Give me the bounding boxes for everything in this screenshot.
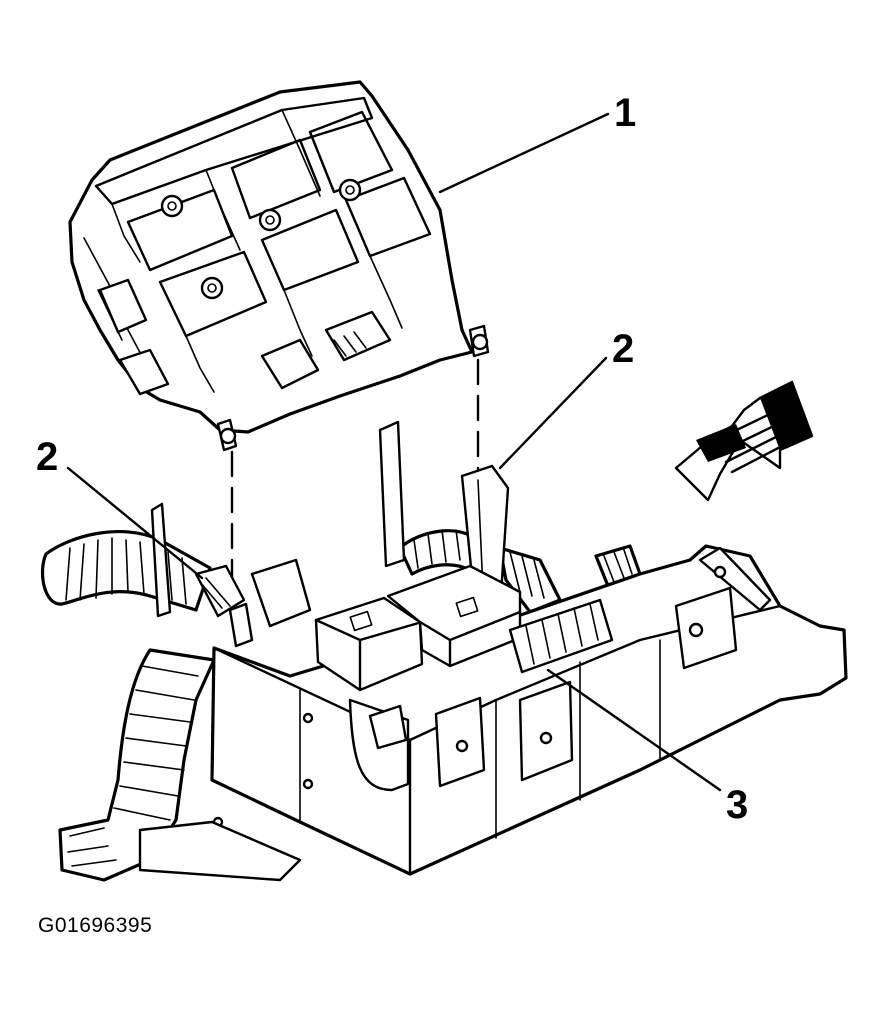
fuse-block-assembly <box>68 80 490 452</box>
alignment-lines <box>230 358 480 592</box>
callout-2-right-label: 2 <box>612 327 634 371</box>
wiring-harness <box>40 529 642 882</box>
callout-3-label: 3 <box>726 783 748 827</box>
leader-lines <box>66 112 722 792</box>
callout-1-label: 1 <box>614 91 636 135</box>
figure-id-caption: G01696395 <box>38 914 153 937</box>
callout-2-left-label: 2 <box>36 435 58 479</box>
forward-direction-arrow-icon <box>674 380 814 502</box>
mounting-bracket <box>138 420 848 882</box>
